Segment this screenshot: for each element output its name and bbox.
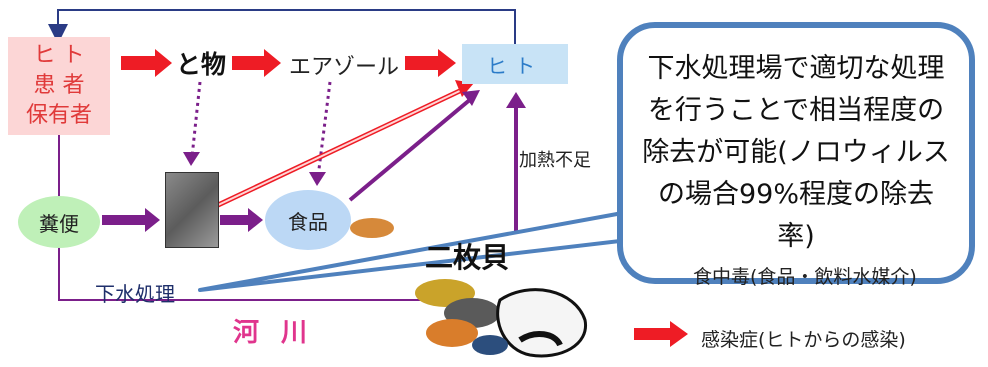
human-box: ヒト <box>462 44 568 84</box>
hand-photo <box>165 172 219 248</box>
arrow-feces-hand <box>102 208 160 232</box>
patient-box: ヒ ト 患 者 保有者 <box>8 37 110 135</box>
arrow-hand-food <box>220 208 263 232</box>
aerosol-label: エアゾール <box>289 55 400 80</box>
dotted-arrow-todo <box>190 81 202 158</box>
callout-text: 下水処理場で適切な処理を行うことで相当程度の除去が可能(ノロウィルスの場合99%… <box>642 53 950 252</box>
feces-node: 糞便 <box>18 196 100 248</box>
purple-diagonal <box>348 96 474 202</box>
heating-label: 加熱不足 <box>519 150 591 171</box>
shellfish-illustration <box>350 218 587 358</box>
patient-line1: ヒ ト <box>33 43 85 68</box>
to-butsu-label: と物 <box>176 50 227 79</box>
dotted-arrow-aerosol <box>316 81 332 178</box>
legend-infection-text: 感染症(ヒトからの感染) <box>701 329 906 351</box>
food-node: 食品 <box>265 190 351 250</box>
legend-food-text: 食中毒(食品・飲料水媒介) <box>693 266 917 288</box>
patient-line3: 保有者 <box>25 103 92 128</box>
legend-infection-arrow <box>634 321 688 347</box>
sewage-label: 下水処理 <box>95 282 175 306</box>
patient-line2: 患 者 <box>33 73 85 98</box>
callout-box: 下水処理場で適切な処理を行うことで相当程度の除去が可能(ノロウィルスの場合99%… <box>617 22 975 284</box>
top-loop-line <box>48 9 516 44</box>
red-arrow-3 <box>405 49 456 77</box>
red-arrow-1 <box>121 49 172 77</box>
bivalve-label: 二枚貝 <box>425 241 510 274</box>
red-arrow-2 <box>232 49 281 77</box>
river-label: 河川 <box>233 318 330 348</box>
